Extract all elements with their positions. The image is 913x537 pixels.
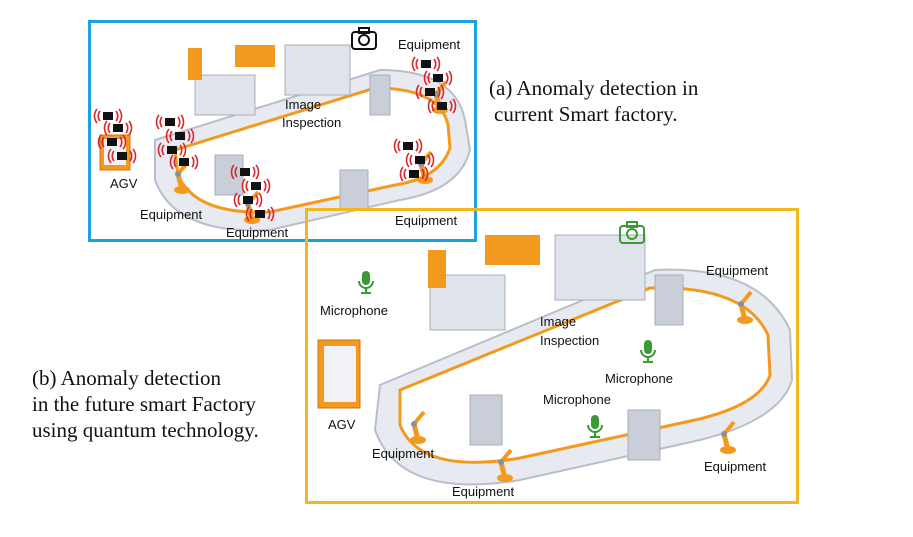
label-microphone-left: Microphone [320,303,388,318]
label-image: Image [285,97,322,112]
label-equipment-top-right: Equipment [706,263,769,278]
caption-a-line2: current Smart factory. [494,102,678,126]
panel-future-factory [305,208,799,504]
machines-b [317,234,684,461]
label-equipment-bottom: Equipment [452,484,515,499]
caption-b-line3: using quantum technology. [32,418,259,442]
label-equipment-right: Equipment [395,213,458,228]
label-equipment-left: Equipment [140,207,203,222]
label-equipment-bottom: Equipment [226,225,289,240]
label-equipment-right: Equipment [704,459,767,474]
camera-icon [351,27,377,50]
label-image: Image [540,314,577,329]
label-inspection: Inspection [282,115,342,130]
label-equipment-top: Equipment [398,37,461,52]
label-microphone-bottom: Microphone [543,392,611,407]
label-agv: AGV [110,176,138,191]
caption-b-line2: in the future smart Factory [32,392,256,416]
label-equipment-left: Equipment [372,446,435,461]
label-inspection: Inspection [540,333,600,348]
caption-a-line1: (a) Anomaly detection in [489,76,699,100]
label-microphone-mid: Microphone [605,371,673,386]
caption-b-line1: (b) Anomaly detection [32,366,221,390]
label-agv: AGV [328,417,356,432]
camera-icon [619,221,645,244]
